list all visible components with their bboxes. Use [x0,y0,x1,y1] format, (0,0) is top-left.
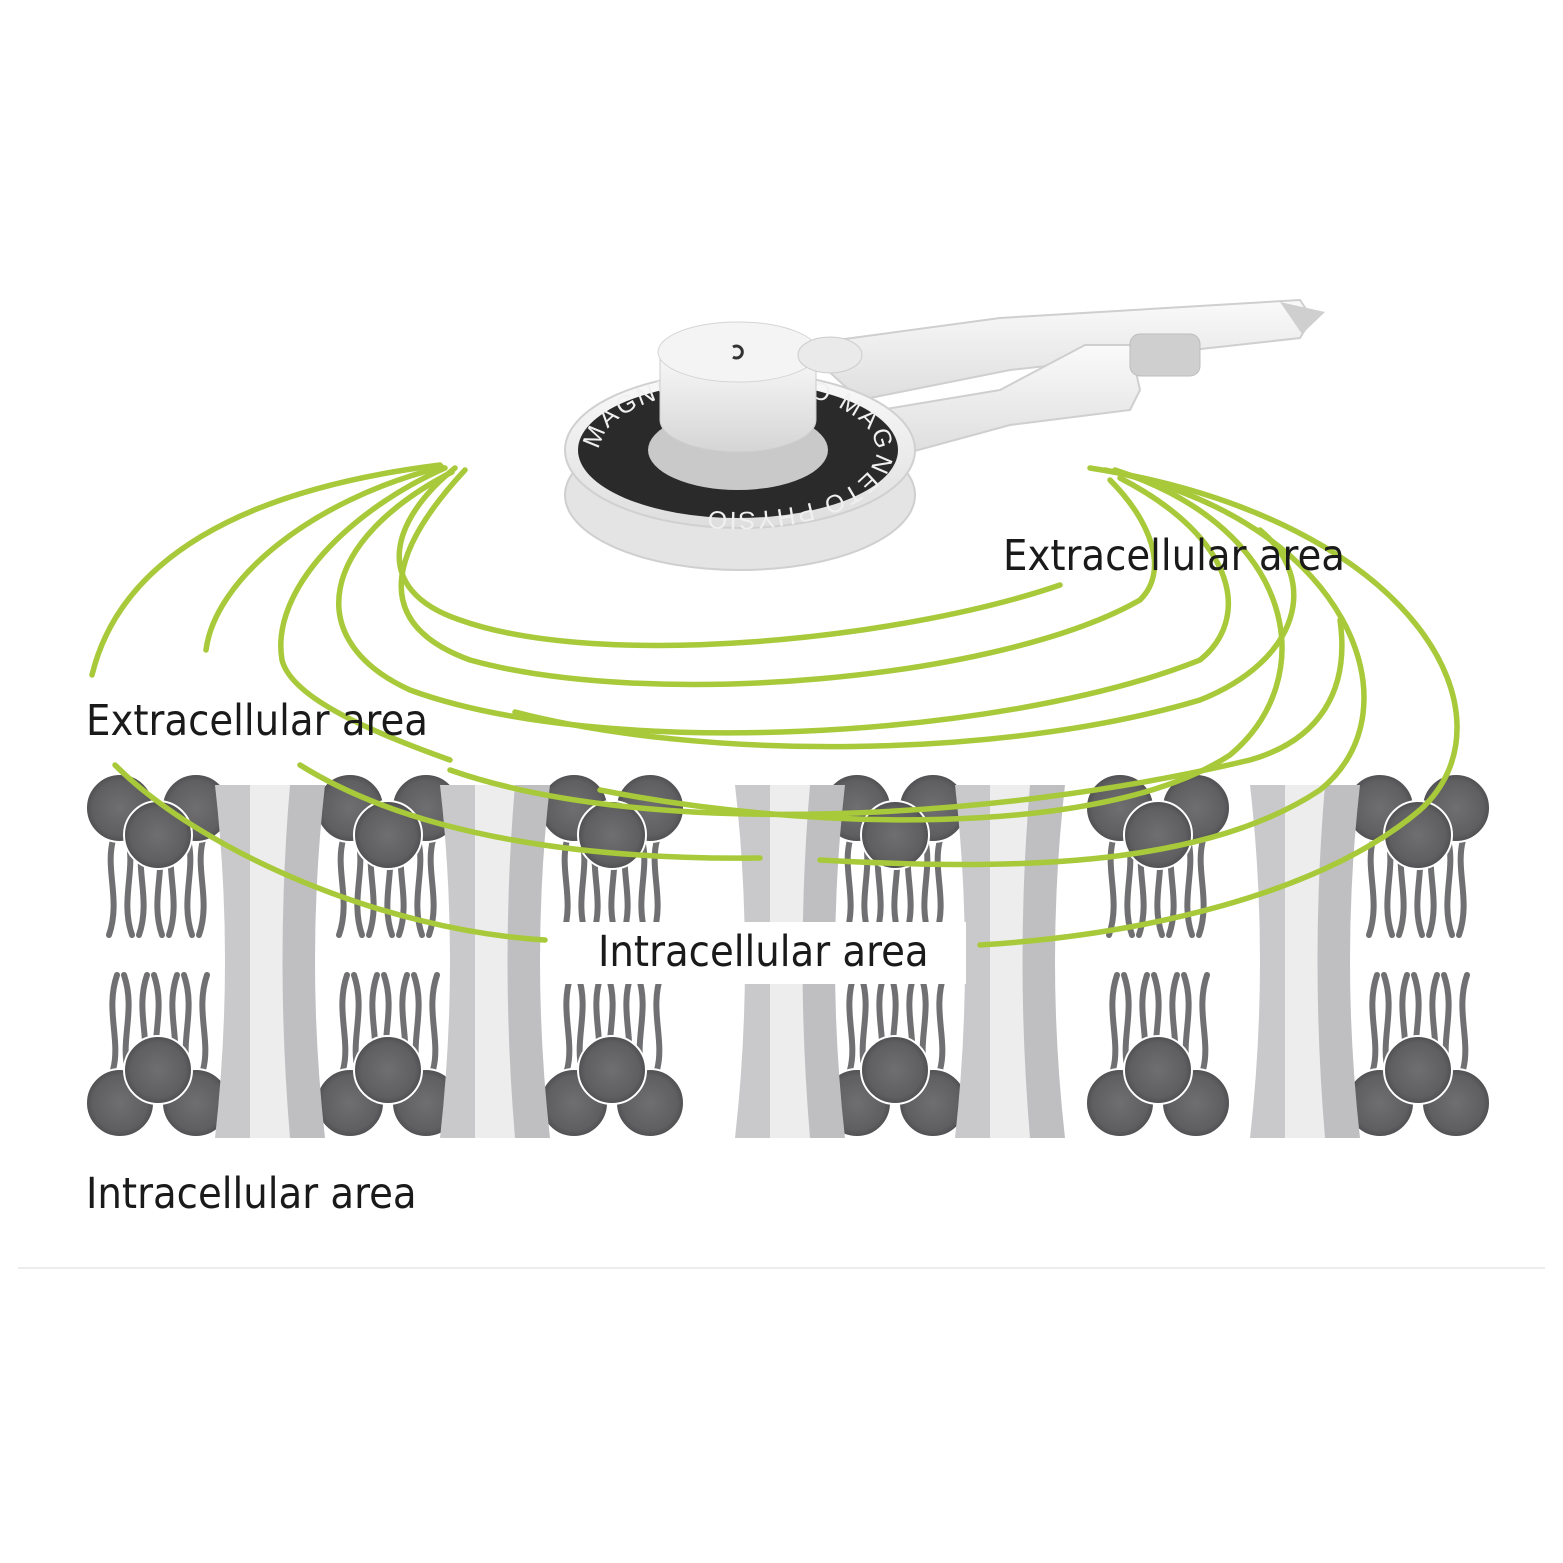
lipid-tail-upper [184,837,195,938]
lipid-tail-lower [1459,972,1470,1073]
lipid-tail-upper [1444,837,1455,938]
magneto-physio-device: MAGNETO PHYSIO MAGNETO PHYSIO [564,298,1325,571]
device-logo-icon [732,344,744,360]
field-line-outer-right [977,465,1460,948]
lipid-head-lower [577,1035,647,1105]
lipid-tail-upper [843,837,854,938]
lipid-tail-upper [921,837,932,938]
device-probe-tip [1280,302,1325,334]
field-line-left-3 [278,465,453,763]
lipid-tail-upper [1196,837,1207,938]
lipid-head-upper [353,800,423,870]
lipid-head-lower [123,1035,193,1105]
lipid-head-lower [1123,1035,1193,1105]
lipid-tail-upper [336,837,347,938]
label-intracellular-bottom: Intracellular area [86,1169,417,1219]
lipid-tail-upper [1184,837,1195,938]
lipid-tail-upper [196,837,207,938]
lipid-tail-upper [106,837,117,938]
protein-channel-right-wall [1317,785,1360,1138]
protein-channel-left-wall [955,785,998,1138]
lipid-tail-lower [936,972,947,1073]
device-knob-top [657,321,819,383]
field-line-left-2 [203,464,445,653]
protein-channel-left-wall [440,785,483,1138]
protein-channel-right-wall [507,785,550,1138]
field-line-inner-1 [396,465,1063,649]
phospholipid-heads-lower [85,1035,1491,1138]
device-hinge [797,336,863,374]
field-line-mid-long [512,527,1297,750]
lipid-tail-lower [1199,972,1210,1073]
lipid-tail-lower [846,972,857,1073]
protein-channel-left-wall [1250,785,1293,1138]
lipid-tail-upper [1366,837,1377,938]
lipid-tail-lower [563,972,574,1073]
lipid-tail-lower [1369,972,1380,1073]
field-line-inner-2 [398,467,1158,688]
protein-channel-right-wall [282,785,325,1138]
lipid-head-lower [860,1035,930,1105]
field-line-lower-2 [297,762,763,861]
lipid-tail-upper [933,837,944,938]
lipid-head-upper [123,800,193,870]
lipid-tail-upper [1106,837,1117,938]
lipid-tail-lower [429,972,440,1073]
lipid-tail-lower [1109,972,1120,1073]
lipid-tail-upper [1456,837,1467,938]
protein-channel-left-wall [215,785,258,1138]
label-extracellular-left: Extracellular area [86,696,428,746]
lipid-tail-lower [199,972,210,1073]
lipid-head-lower [1383,1035,1453,1105]
lipid-tail-lower [339,972,350,1073]
device-handle-tip [1129,333,1201,377]
field-line-inner-3 [336,469,1232,736]
protein-channel-right-wall [1022,785,1065,1138]
label-intracellular-center: Intracellular area [598,927,929,977]
field-line-outer-left [89,462,443,678]
intracellular-center-label-box [548,922,966,984]
lipid-head-upper [577,800,647,870]
lipid-tail-lower [109,972,120,1073]
label-extracellular-top: Extracellular area [1003,531,1345,581]
lipid-head-upper [1123,800,1193,870]
device-knob-cylinder [659,359,817,453]
lipid-head-lower [353,1035,423,1105]
field-line-deep [447,617,1345,818]
field-line-lower-1 [112,762,548,943]
lipid-tail-lower [653,972,664,1073]
lipid-tail-upper [560,837,571,938]
magnetic-field-lines [89,462,1460,948]
